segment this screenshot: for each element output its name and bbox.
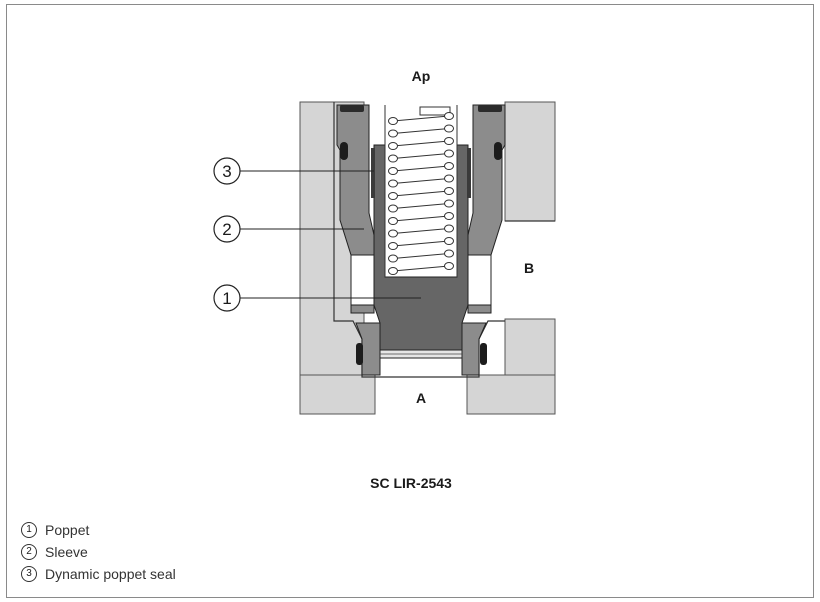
spring-coil-end-right xyxy=(444,149,454,158)
spring-coil-end-right xyxy=(444,162,454,170)
spring-coil xyxy=(392,115,450,122)
seal-dynamic-left xyxy=(371,148,375,198)
spring-coil-end-left xyxy=(388,254,398,263)
seal-lower-right xyxy=(480,343,487,365)
seal-o-ring-left xyxy=(340,142,348,160)
spring-coil-end-left xyxy=(388,129,398,138)
poppet-body xyxy=(373,144,469,351)
spring-coil-end-right xyxy=(444,199,454,208)
spring-coil xyxy=(392,128,450,134)
legend-number: 2 xyxy=(21,544,37,560)
spring-coil xyxy=(392,190,450,197)
callout-circle xyxy=(213,284,241,312)
port-label-b: B xyxy=(524,260,534,276)
seal-dynamic-right xyxy=(467,148,471,198)
legend-item: 3 Dynamic poppet seal xyxy=(21,563,176,585)
cartridge-valve-diagram: 3 2 1 Ap B A xyxy=(213,68,556,415)
callout-number: 2 xyxy=(222,220,231,239)
spring-coil-end-left xyxy=(388,242,398,250)
callout-leaders xyxy=(240,170,421,299)
legend-number: 1 xyxy=(21,522,37,538)
spring-coil-end-right xyxy=(444,249,454,258)
callout-3: 3 xyxy=(213,157,241,185)
spring-coil xyxy=(392,203,450,209)
spring-coil-end-left xyxy=(388,179,398,188)
spring-coil-end-left xyxy=(388,167,398,175)
spring-coil xyxy=(392,165,450,172)
bore-outline xyxy=(333,102,505,378)
callout-number: 3 xyxy=(222,162,231,181)
spring-coil xyxy=(392,153,450,159)
housing-bottom-right xyxy=(466,374,556,415)
seal-lower-left xyxy=(356,343,363,365)
legend: 1 Poppet 2 Sleeve 3 Dynamic poppet seal xyxy=(21,519,176,585)
spring-coil xyxy=(392,240,450,247)
spring-coil xyxy=(392,265,450,272)
port-label-ap: Ap xyxy=(412,68,431,84)
spring-coil xyxy=(392,215,450,222)
spring-coil xyxy=(392,228,450,234)
seal-top-right xyxy=(478,105,502,112)
drawing-id: SC LIR-2543 xyxy=(370,475,452,491)
callout-circle xyxy=(213,157,241,185)
spring-coil-end-right xyxy=(444,262,454,270)
seal-top-left xyxy=(340,105,364,112)
spring-coil-end-left xyxy=(388,217,398,225)
port-label-a: A xyxy=(416,390,426,406)
seal-o-ring-right xyxy=(494,142,502,160)
housing-right-upper xyxy=(504,101,556,222)
figure-frame: 3 2 1 Ap B A SC LIR-2543 1 Poppet 2 Slee… xyxy=(6,4,814,598)
callout-2: 2 xyxy=(213,215,241,243)
spring-coil-end-right xyxy=(444,187,454,195)
callout-number: 1 xyxy=(222,289,231,308)
spring-coil-end-left xyxy=(388,192,398,200)
legend-item: 1 Poppet xyxy=(21,519,176,541)
spring-coil-end-left xyxy=(388,229,398,238)
legend-item: 2 Sleeve xyxy=(21,541,176,563)
spring-coil-end-left xyxy=(388,142,398,150)
spring-coil-end-left xyxy=(388,204,398,213)
seals xyxy=(340,105,502,365)
valve-housing xyxy=(299,101,556,415)
poppet xyxy=(373,144,469,359)
spring-coil xyxy=(392,253,450,259)
housing-bottom-left xyxy=(299,374,376,415)
spring-coil-end-right xyxy=(444,174,454,183)
sleeve-port-right xyxy=(467,254,492,306)
callout-circle xyxy=(213,215,241,243)
spring-coil-end-right xyxy=(444,124,454,133)
spring-coil-end-right xyxy=(444,112,454,120)
sleeve-lower-ring-right xyxy=(461,322,487,376)
spring-coil-end-right xyxy=(444,237,454,245)
legend-label: Poppet xyxy=(45,522,90,538)
callout-1: 1 xyxy=(213,284,241,312)
spring-coil xyxy=(392,140,450,147)
spring-top-seat xyxy=(419,106,451,116)
legend-label: Dynamic poppet seal xyxy=(45,566,176,582)
spring-coil-end-left xyxy=(388,154,398,163)
spring-coil-end-left xyxy=(388,117,398,125)
spring-coil-end-left xyxy=(388,267,398,275)
spring-coil-end-right xyxy=(444,224,454,233)
legend-label: Sleeve xyxy=(45,544,88,560)
spring-coil-end-right xyxy=(444,212,454,220)
legend-number: 3 xyxy=(21,566,37,582)
spring-coil-end-right xyxy=(444,137,454,145)
spring xyxy=(384,105,458,277)
spring-coil xyxy=(392,178,450,184)
